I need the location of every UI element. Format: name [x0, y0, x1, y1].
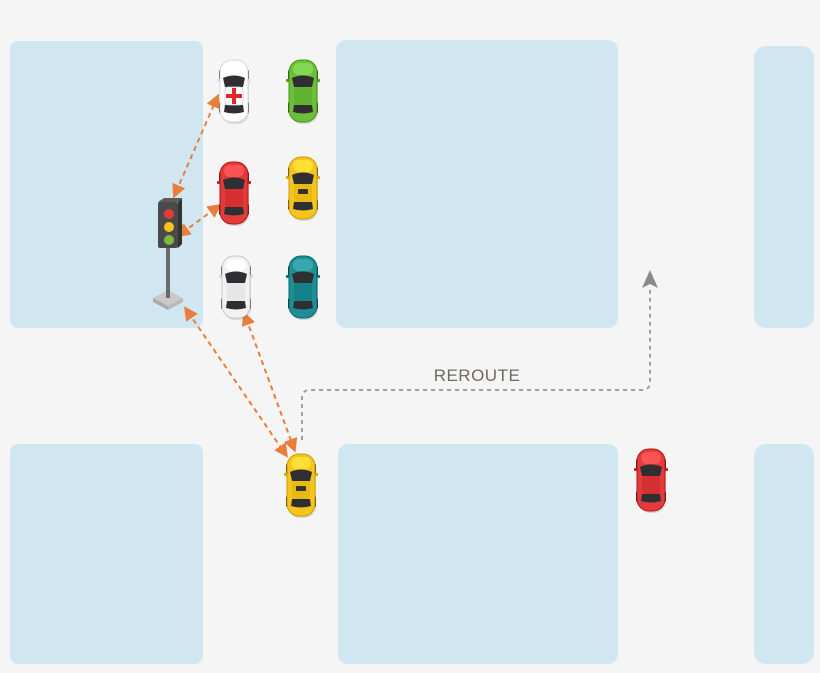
green-lamp: [164, 235, 174, 245]
teal-car-icon: [286, 255, 320, 320]
yellow-taxi-main-icon: [284, 453, 318, 518]
city-blocks: [10, 40, 814, 664]
yellow-lamp: [164, 222, 174, 232]
ambulance-icon: [217, 59, 251, 124]
block-top-left: [10, 41, 203, 328]
block-bottom-left: [10, 444, 203, 664]
block-bottom-center: [338, 444, 618, 664]
link-light-ambulance: [172, 93, 220, 199]
communication-links: [172, 93, 298, 458]
red-lamp: [164, 209, 174, 219]
block-top-right: [754, 46, 814, 328]
green-car-icon: [286, 59, 320, 124]
block-bottom-right: [754, 444, 814, 664]
vehicles: [217, 59, 668, 518]
white-car-icon: [219, 255, 253, 320]
traffic-light-icon: [153, 198, 183, 310]
reroute-path: REROUTE: [301, 270, 658, 440]
block-top-center: [336, 40, 618, 328]
link-white-car-taxi: [241, 311, 298, 453]
link-light-taxi: [184, 306, 288, 458]
reroute-label: REROUTE: [434, 366, 521, 385]
red-car-right-icon: [634, 448, 668, 513]
link-light-red-car: [176, 203, 222, 238]
red-car-top-icon: [217, 161, 251, 226]
yellow-taxi-top-icon: [286, 156, 320, 221]
route-arrow-icon: [642, 270, 658, 288]
